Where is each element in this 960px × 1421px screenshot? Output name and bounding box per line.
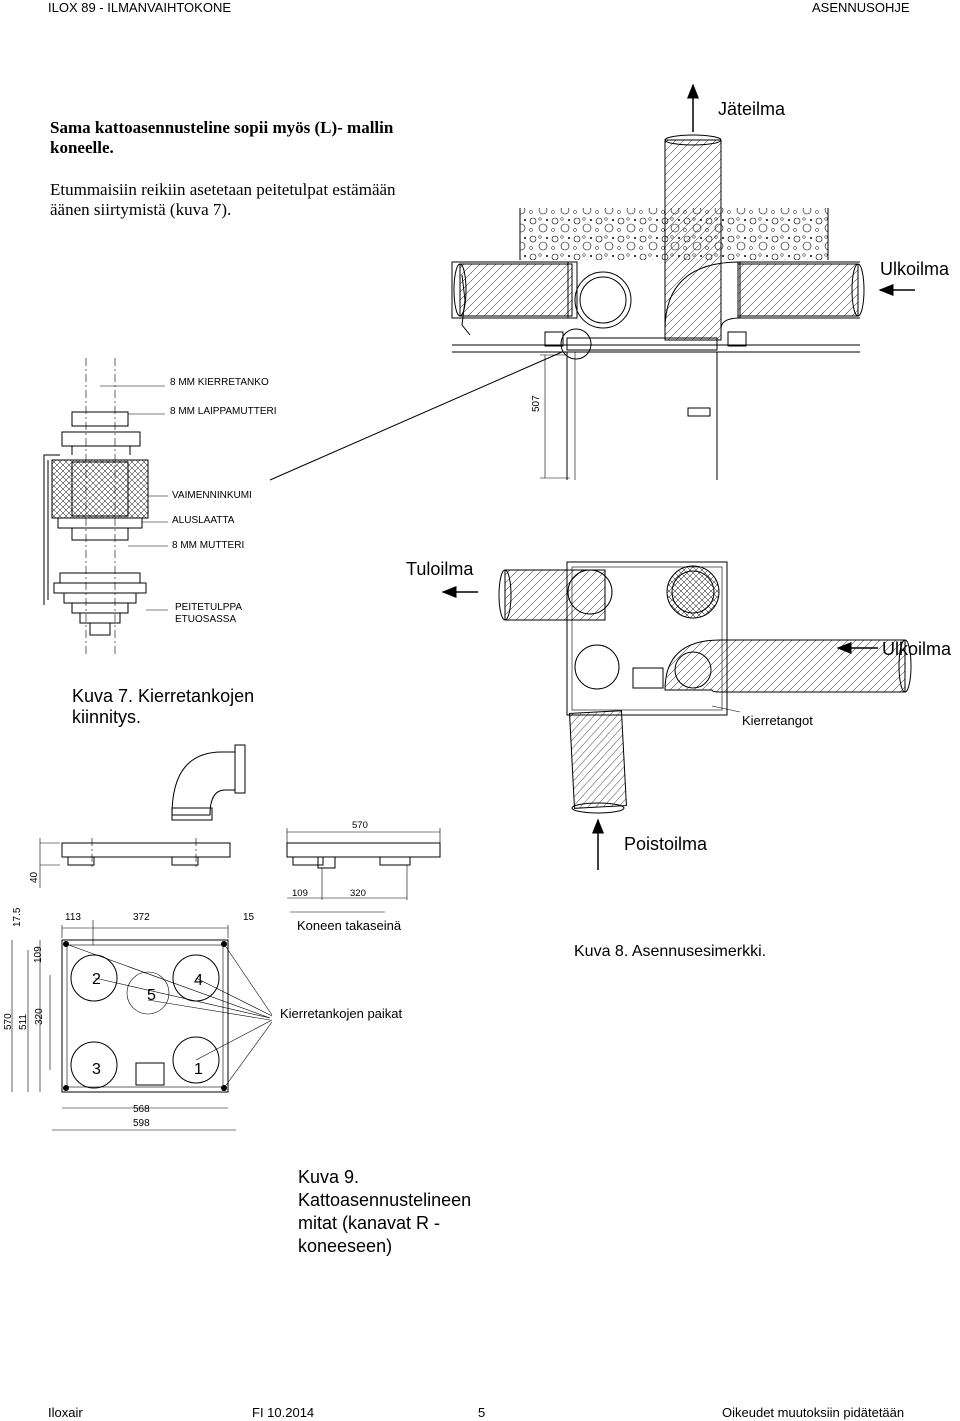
header-doc-type: ASENNUSOHJE (812, 0, 910, 15)
dim-511: 511 (18, 1014, 29, 1030)
dim-372: 372 (133, 912, 150, 923)
label-ulkoilma-bottom: Ulkoilma (882, 639, 952, 659)
fig9-drawing (11, 828, 441, 1131)
dim-109-side: 109 (33, 946, 44, 963)
footer-edition: FI 10.2014 (252, 1405, 315, 1420)
label-mutteri: 8 MM MUTTERI (172, 540, 245, 551)
label-aluslaatta: ALUSLAATTA (172, 515, 235, 526)
caption-kuva9-line2: Kattoasennustelineen (298, 1190, 472, 1210)
caption-kuva9-line1: Kuva 9. (298, 1167, 360, 1187)
fig8-section-drawing (269, 83, 915, 481)
caption-kuva9-line4: koneeseen) (298, 1236, 393, 1256)
label-kierretangot: Kierretangot (742, 713, 813, 728)
dim-109-top: 109 (292, 888, 308, 899)
caption-kuva7-line2: kiinnitys. (72, 707, 142, 727)
label-poistoilma: Poistoilma (624, 834, 708, 854)
label-laippamutteri: 8 MM LAIPPAMUTTERI (170, 406, 277, 417)
intro-text-2: äänen siirtymistä (kuva 7). (50, 200, 232, 219)
label-koneen-takaseina: Koneen takaseinä (297, 918, 402, 933)
hole-number-2: 2 (92, 971, 101, 988)
dim-570-top: 570 (352, 820, 368, 831)
dim-507: 507 (531, 395, 542, 412)
dim-598: 598 (133, 1118, 150, 1129)
label-vaimenninkumi: VAIMENNINKUMI (172, 490, 252, 501)
dim-570-side: 570 (3, 1013, 14, 1030)
footer-page-number: 5 (478, 1405, 486, 1420)
intro-bold-1: Sama kattoasennusteline sopii myös (L)- … (50, 118, 394, 137)
footer-company: Iloxair (48, 1405, 83, 1420)
label-peitetulppa: PEITETULPPA (175, 602, 243, 613)
elbow-duct-drawing (171, 744, 246, 821)
dim-568: 568 (133, 1104, 150, 1115)
hole-number-3: 3 (92, 1061, 101, 1078)
caption-kuva7-line1: Kuva 7. Kierretankojen (72, 686, 255, 706)
hole-number-4: 4 (194, 972, 203, 989)
label-jateilma: Jäteilma (718, 99, 786, 119)
label-ulkoilma-top: Ulkoilma (880, 259, 950, 279)
dim-17-5: 17.5 (12, 907, 23, 927)
header-title: ILOX 89 - ILMANVAIHTOKONE (48, 0, 232, 15)
label-tuloilma: Tuloilma (406, 559, 474, 579)
fig8-hose-left (459, 263, 573, 317)
label-etuosassa: ETUOSASSA (175, 614, 237, 625)
caption-kuva8: Kuva 8. Asennusesimerkki. (574, 943, 767, 960)
hole-number-5: 5 (147, 987, 156, 1004)
hole-number-1: 1 (194, 1061, 203, 1078)
label-kierretankojen-paikat: Kierretankojen paikat (280, 1006, 403, 1021)
dim-320-side: 320 (34, 1008, 45, 1025)
dim-40: 40 (29, 871, 40, 883)
fig7-detail-drawing (43, 358, 168, 655)
dim-113: 113 (65, 912, 81, 923)
label-kierretanko: 8 MM KIERRETANKO (170, 377, 269, 388)
intro-text-1: Etummaisiin reikiin asetetaan peitetulpa… (50, 180, 396, 199)
fig8-plan-drawing (441, 561, 912, 870)
intro-bold-2: koneelle. (50, 138, 114, 157)
dim-15: 15 (243, 912, 255, 923)
caption-kuva9-line3: mitat (kanavat R - (298, 1213, 441, 1233)
dim-320-top: 320 (350, 888, 366, 899)
footer-rights: Oikeudet muutoksiin pidätetään (722, 1405, 905, 1420)
